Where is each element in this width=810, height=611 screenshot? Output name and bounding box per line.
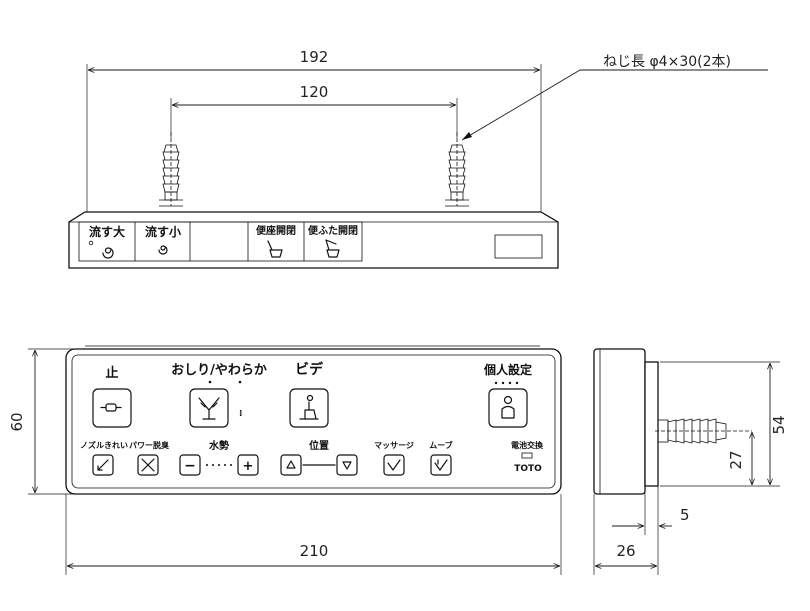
position-label: 位置 bbox=[309, 439, 329, 452]
dim-26-text: 26 bbox=[616, 542, 635, 560]
top-label-strip bbox=[78, 221, 363, 262]
lid-open-label: 便ふた開閉 bbox=[308, 224, 358, 237]
oshiri-button[interactable] bbox=[189, 388, 229, 428]
nozzle-clean-label: ノズルきれい bbox=[80, 440, 128, 450]
top-body-outline bbox=[68, 211, 559, 269]
side-view: 54 27 5 26 bbox=[593, 348, 788, 575]
nozzle-clean-icon bbox=[97, 459, 109, 471]
battery-window bbox=[494, 234, 543, 259]
side-backplate bbox=[644, 361, 659, 487]
stop-label: 止 bbox=[105, 365, 118, 381]
battery-icon bbox=[521, 452, 533, 459]
flush-large-icon bbox=[102, 247, 114, 259]
move-icon bbox=[434, 459, 448, 471]
anchor-screw-right bbox=[445, 132, 469, 207]
fan-icon bbox=[141, 458, 155, 472]
dim-120-text: 120 bbox=[300, 83, 329, 101]
personal-dot-2 bbox=[501, 381, 505, 385]
personal-label: 個人設定 bbox=[483, 362, 532, 377]
triangle-down-icon bbox=[342, 461, 352, 470]
flush-small-icon bbox=[158, 245, 168, 255]
water-pressure-minus-button[interactable]: − bbox=[179, 454, 201, 476]
person-icon bbox=[503, 395, 513, 405]
bidet-button[interactable] bbox=[289, 388, 329, 428]
flush-small-label: 流す小 bbox=[145, 224, 181, 239]
position-front-button[interactable] bbox=[280, 454, 302, 476]
triangle-up-icon bbox=[286, 460, 296, 469]
screw-note: ねじ長 φ4×30(2本) bbox=[603, 54, 731, 70]
top-view: 192 120 ねじ長 φ4×30(2本) bbox=[68, 48, 768, 269]
side-body-outline bbox=[593, 348, 646, 495]
brand-logo: TOTO bbox=[514, 464, 542, 474]
dim-5-text: 5 bbox=[680, 506, 690, 524]
water-pressure-plus-button[interactable]: + bbox=[237, 454, 259, 476]
move-label: ムーブ bbox=[429, 440, 453, 450]
personal-settings-button[interactable] bbox=[488, 388, 528, 428]
water-pressure-scale bbox=[206, 464, 232, 466]
move-button[interactable] bbox=[430, 454, 452, 476]
anchor-screw-left bbox=[159, 132, 183, 207]
dim-60-text: 60 bbox=[8, 412, 26, 431]
personal-dot-3 bbox=[508, 381, 512, 385]
dim-192-text: 192 bbox=[300, 48, 329, 66]
power-deodorize-label: パワー脱臭 bbox=[129, 440, 169, 450]
front-panel-inner bbox=[71, 354, 556, 489]
massage-icon bbox=[387, 459, 401, 471]
oshiri-dot-1 bbox=[208, 380, 212, 384]
oshiri-label: おしり/やわらか bbox=[171, 363, 267, 378]
minus-icon: − bbox=[184, 458, 196, 474]
oshiri-icon bbox=[198, 397, 220, 420]
screw-leader-arrowhead bbox=[462, 132, 472, 140]
power-deodorize-button[interactable] bbox=[137, 454, 159, 476]
flush-large-dot bbox=[88, 240, 94, 246]
dim-27-text: 27 bbox=[727, 450, 745, 469]
dim-210-text: 210 bbox=[300, 542, 329, 560]
plus-icon: + bbox=[243, 459, 254, 474]
personal-dot-1 bbox=[494, 381, 498, 385]
position-back-button[interactable] bbox=[336, 454, 358, 476]
lid-open-icon bbox=[325, 239, 340, 258]
seat-open-icon bbox=[267, 240, 283, 258]
massage-button[interactable] bbox=[383, 454, 405, 476]
water-pressure-label: 水勢 bbox=[208, 439, 229, 452]
screw-leader-line bbox=[461, 69, 581, 141]
side-anchor-screw bbox=[655, 418, 752, 444]
front-view: 60 210 止 おしり/やわらか ビデ 個人設定 ⁞ bbox=[8, 345, 562, 575]
nozzle-clean-button[interactable] bbox=[92, 454, 114, 476]
stop-button[interactable] bbox=[92, 388, 132, 428]
flush-large-label: 流す大 bbox=[89, 224, 125, 239]
bidet-icon bbox=[306, 394, 314, 402]
oshiri-soft-marker: ⁞ bbox=[239, 409, 242, 419]
oshiri-dot-2 bbox=[238, 380, 242, 384]
personal-dot-4 bbox=[515, 381, 519, 385]
seat-open-label: 便座開閉 bbox=[256, 224, 296, 237]
bidet-label: ビデ bbox=[295, 361, 324, 378]
battery-label: 電池交換 bbox=[511, 440, 544, 450]
massage-label: マッサージ bbox=[374, 441, 414, 450]
dim-54-text: 54 bbox=[770, 415, 788, 434]
